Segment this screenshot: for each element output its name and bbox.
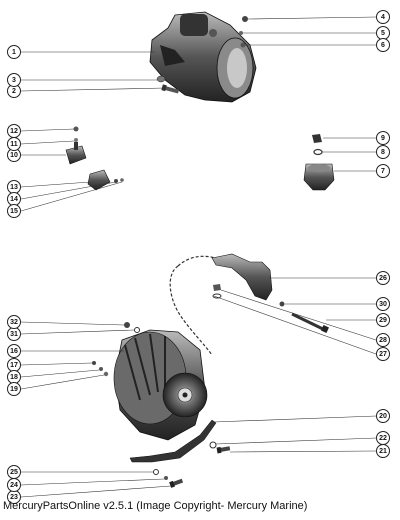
callout-32: 32 [7,315,21,329]
callout-circle [376,131,390,145]
callout-circle [376,10,390,24]
callout-15: 15 [7,204,21,218]
callout-7: 7 [376,164,390,178]
callout-number: 24 [10,482,18,489]
callout-number: 32 [10,319,18,326]
callout-number: 21 [379,448,387,455]
callout-number: 16 [10,348,18,355]
callout-circle [376,333,390,347]
callout-number: 11 [10,141,18,148]
callout-1: 1 [7,45,21,59]
callout-17: 17 [7,358,21,372]
callout-circle [7,465,21,479]
callout-number: 28 [379,337,387,344]
callout-27: 27 [376,347,390,361]
callout-circle [376,313,390,327]
callout-16: 16 [7,344,21,358]
callout-22: 22 [376,431,390,445]
callout-number: 31 [10,331,18,338]
callout-19: 19 [7,382,21,396]
callout-circle [7,315,21,329]
callout-18: 18 [7,370,21,384]
callout-circle [376,347,390,361]
callout-24: 24 [7,478,21,492]
callout-number: 22 [379,435,387,442]
callout-circle [7,124,21,138]
callout-4: 4 [376,10,390,24]
callout-20: 20 [376,409,390,423]
callout-number: 7 [381,168,385,175]
callout-markers: 1234567891011121314151617181920212223242… [7,10,390,504]
alternator-bracket-upper [169,253,329,356]
callout-number: 12 [10,128,18,135]
callout-circle [7,73,21,87]
callout-number: 14 [10,196,18,203]
callout-circle [7,204,21,218]
callout-number: 23 [10,494,18,501]
callout-number: 15 [10,208,18,215]
callout-circle [376,409,390,423]
starter-motor [149,11,257,103]
callout-3: 3 [7,73,21,87]
callout-number: 10 [10,152,18,159]
callout-6: 6 [376,38,390,52]
callout-number: 4 [381,14,385,21]
callout-29: 29 [376,313,390,327]
callout-circle [376,431,390,445]
alternator-hardware [92,322,140,377]
callout-5: 5 [376,26,390,40]
callout-number: 13 [10,184,18,191]
callout-number: 17 [10,362,18,369]
callout-14: 14 [7,192,21,206]
callout-number: 30 [379,301,387,308]
callout-number: 20 [379,413,387,420]
callout-number: 2 [12,88,16,95]
image-caption: MercuryPartsOnline v2.5.1 (Image Copyrig… [3,500,308,512]
callout-circle [7,45,21,59]
callout-number: 5 [381,30,385,37]
callout-number: 26 [379,275,387,282]
callout-circle [376,164,390,178]
callout-28: 28 [376,333,390,347]
callout-23: 23 [7,490,21,504]
callout-number: 29 [379,317,387,324]
callout-number: 9 [381,135,385,142]
alternator [113,329,208,441]
callout-21: 21 [376,444,390,458]
callout-circle [376,271,390,285]
callout-9: 9 [376,131,390,145]
callout-11: 11 [7,137,21,151]
callout-number: 8 [381,149,385,156]
callout-circle [376,38,390,52]
callout-number: 18 [10,374,18,381]
callout-13: 13 [7,180,21,194]
callout-circle [7,382,21,396]
callout-number: 25 [10,469,18,476]
drive-cap-assembly [303,134,335,191]
callout-circle [7,344,21,358]
callout-30: 30 [376,297,390,311]
callout-8: 8 [376,145,390,159]
callout-number: 19 [10,386,18,393]
alternator-brace-lower [129,419,231,488]
callout-circle [376,297,390,311]
starter-hardware [156,16,248,94]
callout-number: 27 [379,351,387,358]
callout-25: 25 [7,465,21,479]
callout-number: 1 [12,49,16,56]
isolator-assembly [65,126,124,191]
callout-12: 12 [7,124,21,138]
callout-26: 26 [376,271,390,285]
callout-circle [376,145,390,159]
callout-number: 6 [381,42,385,49]
leader-lines [20,16,377,498]
callout-31: 31 [7,327,21,341]
callout-number: 3 [12,77,16,84]
